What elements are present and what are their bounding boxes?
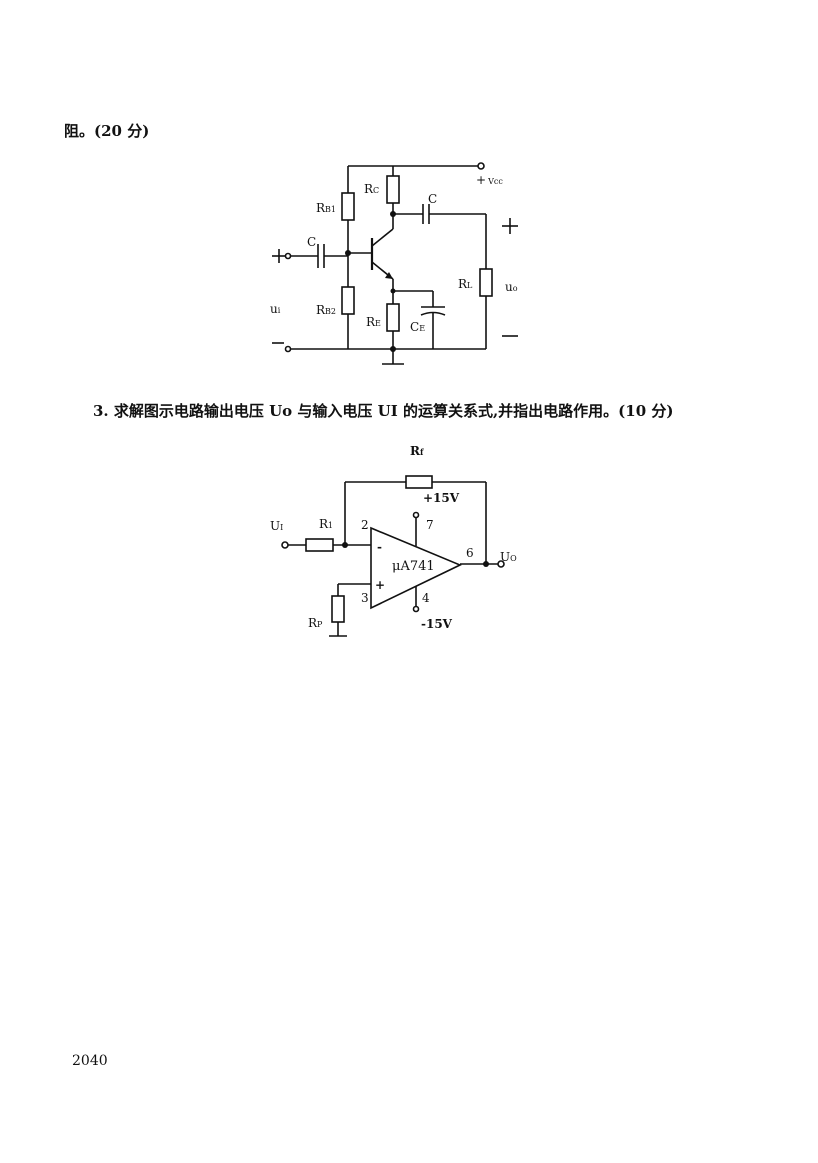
svg-text:-: - <box>377 540 382 554</box>
svg-text:CE: CE <box>410 320 425 334</box>
svg-text:RP: RP <box>308 616 323 630</box>
svg-text:4: 4 <box>422 591 430 605</box>
svg-text:RE: RE <box>366 315 381 329</box>
svg-text:R1: R1 <box>319 517 333 531</box>
svg-text:UI: UI <box>270 519 283 533</box>
resistor-rp <box>331 595 345 623</box>
svg-text:RC: RC <box>364 182 379 196</box>
svg-text:uo: uo <box>505 280 518 294</box>
svg-text:7: 7 <box>426 518 434 532</box>
vcc-terminal <box>477 162 485 170</box>
header-text: 阻。(20 分) <box>64 122 150 140</box>
svg-text:2: 2 <box>361 518 369 532</box>
svg-text:UO: UO <box>500 550 517 564</box>
svg-text:+: + <box>375 578 385 592</box>
resistor-rf <box>405 475 433 489</box>
resistor-r1 <box>305 538 334 552</box>
svg-text:RL: RL <box>458 277 473 291</box>
svg-text:C: C <box>428 192 437 206</box>
svg-text:RB1: RB1 <box>316 201 336 215</box>
svg-text:+Vcc: +Vcc <box>476 173 503 187</box>
svg-text:μA741: μA741 <box>392 559 435 574</box>
svg-text:-15V: -15V <box>421 617 453 631</box>
svg-text:C: C <box>307 235 316 249</box>
question-3: 3. 求解图示电路输出电压 Uo 与输入电压 UI 的运算关系式,并指出电路作用… <box>93 402 674 420</box>
svg-text:+15V: +15V <box>423 491 460 505</box>
svg-text:6: 6 <box>466 546 474 560</box>
svg-text:ui: ui <box>270 302 281 316</box>
svg-text:3: 3 <box>361 591 369 605</box>
page-number: 2040 <box>72 1053 108 1069</box>
svg-text:RB2: RB2 <box>316 303 336 317</box>
svg-text:Rf: Rf <box>410 444 424 458</box>
